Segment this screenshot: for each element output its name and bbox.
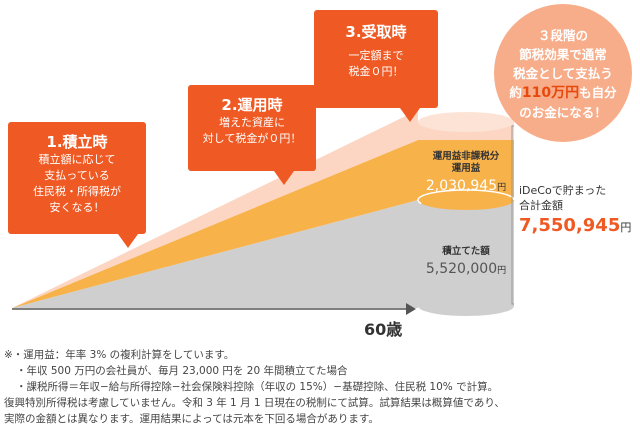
cylinder-top (418, 112, 514, 132)
total-bracket (511, 125, 514, 305)
cylinder-gain-divider (418, 190, 514, 210)
step-3-title: 3.受取時 (345, 23, 407, 41)
note-4: 復興特別所得税は考慮していません。令和 3 年 1 月 1 日現在の税制にて試算… (4, 397, 505, 409)
gain-value-row: 2,030,945円 (418, 175, 514, 195)
age-label: 60歳 (364, 320, 403, 339)
summary-line-2: 節税効果で通常 (519, 47, 607, 62)
note-5: 実際の金額とは異なります。運用結果によっては元本を下回る場合があります。 (4, 413, 379, 425)
step-3-body: 一定額まで 税金０円！ (348, 49, 404, 78)
principal-unit: 円 (497, 266, 507, 276)
total-label-1: iDeCoで貯まった (519, 184, 607, 197)
total-cylinder (417, 112, 515, 316)
summary-line-3: 税金として支払う (513, 66, 613, 81)
gain-unit: 円 (497, 183, 507, 193)
summary-line-4-pre: 約 (509, 85, 522, 100)
principal-label-block: 積立てた額 5,520,000円 (418, 246, 514, 278)
step-1-bubble: 1.積立時 積立額に応じて 支払っている 住民税・所得税が 安くなる！ (8, 122, 146, 248)
gain-value: 2,030,945 (425, 178, 498, 194)
total-label-2: 合計金額 (519, 199, 563, 212)
step-2-tail (274, 171, 294, 185)
axis-arrowhead (406, 303, 416, 315)
note-3: ・課税所得＝年収−給与所得控除−社会保険料控除（年収の 15%）−基礎控除、住民… (16, 381, 499, 393)
step-3-tail (400, 108, 420, 122)
summary-line-1: ３段階の (537, 28, 588, 43)
gain-label-2: 運用益 (451, 163, 481, 174)
note-1: ※・運用益：年率 3% の複利計算をしています。 (4, 349, 235, 361)
step-3-bubble: 3.受取時 一定額まで 税金０円！ (314, 10, 438, 122)
cylinder-principal (418, 200, 514, 306)
total-value-row: 7,550,945円 (519, 213, 634, 241)
total-unit: 円 (620, 221, 632, 234)
step-2-body: 増えた資産に 対して税金が０円！ (202, 116, 302, 145)
principal-value: 5,520,000 (425, 261, 498, 277)
summary-highlight: 110万円 (521, 85, 580, 101)
step-1-body: 積立額に応じて 支払っている 住民税・所得税が 安くなる！ (33, 153, 121, 214)
principal-label: 積立てた額 (442, 246, 490, 257)
step-2-title: 2.運用時 (221, 96, 283, 114)
total-value: 7,550,945 (519, 215, 621, 236)
note-2: ・年収 500 万円の会社員が、毎月 23,000 円を 20 年間積立てた場合 (16, 365, 348, 377)
footnotes: ※・運用益：年率 3% の複利計算をしています。 ・年収 500 万円の会社員が… (4, 347, 636, 427)
step-2-bubble: 2.運用時 増えた資産に 対して税金が０円！ (188, 85, 316, 185)
step-1-tail (118, 234, 138, 248)
step-1-title: 1.積立時 (46, 133, 108, 151)
cylinder-gain-divider-line (417, 189, 515, 211)
cylinder-bottom (418, 296, 514, 316)
gain-label-block: 運用益非課税分 運用益 2,030,945円 (418, 151, 514, 195)
summary-line-4: 約110万円も自分 (494, 83, 632, 103)
principal-value-row: 5,520,000円 (418, 258, 514, 278)
gain-label-1: 運用益非課税分 (432, 151, 500, 162)
tax-free-wedge (12, 110, 418, 308)
summary-circle: ３段階の 節税効果で通常 税金として支払う 約110万円も自分 のお金になる！ (494, 4, 632, 142)
total-block: iDeCoで貯まった 合計金額 7,550,945円 (519, 183, 634, 241)
summary-line-4-post: も自分 (579, 85, 617, 100)
summary-line-5: のお金になる！ (519, 105, 607, 120)
